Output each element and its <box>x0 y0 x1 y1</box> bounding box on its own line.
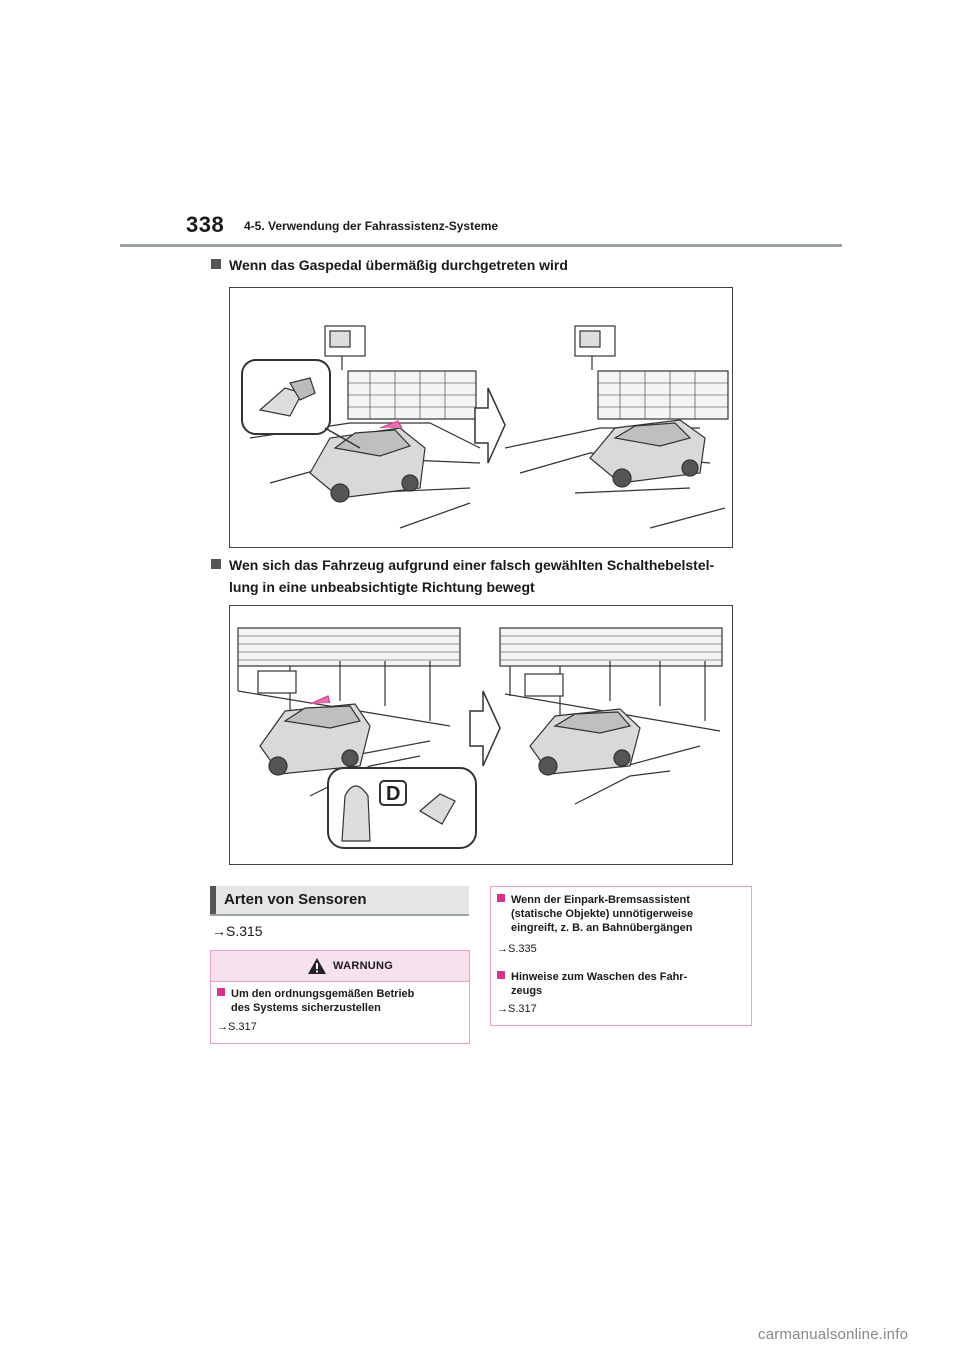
note-item-2-line2: zeugs <box>511 985 543 997</box>
note-item-1-line2: (statische Objekte) unnötigerweise <box>511 908 694 920</box>
parking-illustration-2: D <box>237 627 723 849</box>
warning-item-line2: des Systems sicherzustellen <box>231 1002 381 1014</box>
title-accent-bar <box>210 886 216 914</box>
sensors-title-text: Arten von Sensoren <box>224 891 367 908</box>
note-item-1-ref[interactable]: →S.335 <box>497 943 537 955</box>
heading-text: Wenn das Gaspedal übermäßig durchgetrete… <box>229 257 568 273</box>
sensors-section-title: Arten von Sensoren <box>210 886 469 916</box>
section-heading-gear-line2: lung in eine unbeabsichtigte Richtung be… <box>229 579 535 595</box>
page-number: 338 <box>186 212 225 237</box>
note-item-2-ref[interactable]: →S.317 <box>497 1003 537 1015</box>
footer-watermark[interactable]: carmanualsonline.info <box>758 1326 909 1343</box>
section-heading-accelerator: Wenn das Gaspedal übermäßig durchgetrete… <box>211 254 568 276</box>
note-item-1-line3: eingreift, z. B. an Bahnübergängen <box>511 922 693 934</box>
warning-item-line1: Um den ordnungsgemäßen Betrieb <box>231 988 415 1000</box>
header-divider <box>120 244 842 247</box>
warning-box: WARNUNG Um den ordnungsgemäßen Betrieb d… <box>210 950 470 1044</box>
chapter-title: 4-5. Verwendung der Fahrassistenz-System… <box>244 219 499 233</box>
pink-square-bullet-icon <box>217 988 225 996</box>
pink-square-bullet-icon <box>497 894 505 902</box>
section-heading-gear: Wen sich das Fahrzeug aufgrund einer fal… <box>211 554 714 576</box>
figure-accelerator-illustration <box>229 287 733 548</box>
square-bullet-icon <box>211 559 221 569</box>
note-item-2: Hinweise zum Waschen des Fahr- <box>497 970 687 984</box>
warning-label: WARNUNG <box>333 960 394 972</box>
parking-illustration-1 <box>241 325 729 529</box>
warning-header: WARNUNG <box>211 951 469 982</box>
pink-square-bullet-icon <box>497 971 505 979</box>
note-item-1-line1: Wenn der Einpark-Bremsassistent <box>511 894 690 906</box>
warning-page-ref[interactable]: →S.317 <box>217 1021 257 1033</box>
note-item-2-line1: Hinweise zum Waschen des Fahr- <box>511 971 688 983</box>
notes-box: Wenn der Einpark-Bremsassistent (statisc… <box>490 886 752 1026</box>
square-bullet-icon <box>211 259 221 269</box>
warning-triangle-icon <box>308 958 326 974</box>
figure-gear-illustration: D <box>229 605 733 865</box>
heading-text-line1: Wen sich das Fahrzeug aufgrund einer fal… <box>229 557 715 573</box>
gear-d-label: D <box>386 783 400 805</box>
note-item-1: Wenn der Einpark-Bremsassistent <box>497 893 690 907</box>
sensors-page-ref[interactable]: →S.315 <box>212 923 263 939</box>
warning-item: Um den ordnungsgemäßen Betrieb <box>217 987 414 1001</box>
